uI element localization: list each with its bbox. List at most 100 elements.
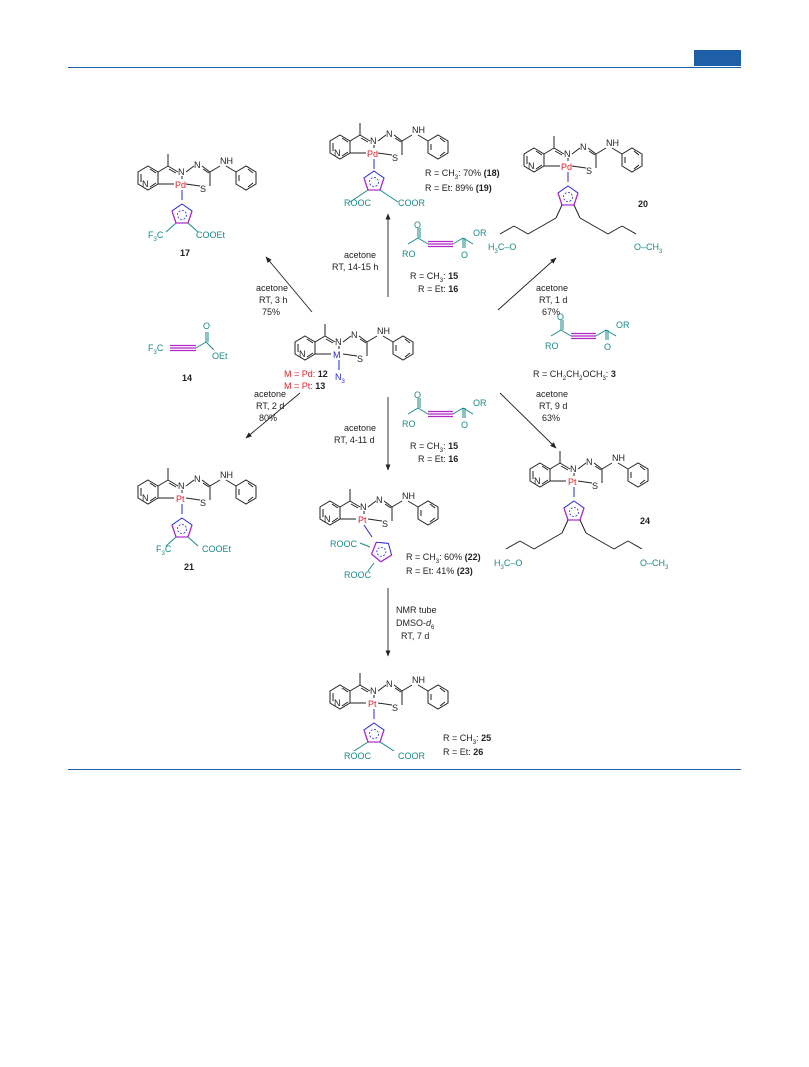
- atom-n: N: [194, 160, 201, 170]
- atom-s: S: [357, 354, 363, 364]
- top-rule: [68, 67, 741, 68]
- arrow-up-right: [497, 257, 557, 311]
- atom-n: N: [534, 476, 541, 486]
- atom-n: N: [335, 337, 342, 347]
- compound-number-17: 17: [180, 248, 190, 258]
- yield-19: R = Et: 89% (19): [425, 183, 492, 193]
- compound-number-24: 24: [640, 516, 650, 526]
- atom-n: N: [570, 464, 577, 474]
- atom-pd: Pd: [367, 149, 378, 159]
- cond-ul-3: 75%: [262, 307, 280, 317]
- ester-left: ROOC: [344, 751, 372, 761]
- ester-top: ROOC: [330, 539, 358, 549]
- product-18-19: N N N Pd S NH: [329, 122, 449, 203]
- atom-pt: Pt: [368, 699, 377, 709]
- atom-pt: Pt: [358, 515, 367, 525]
- atom-n: N: [194, 474, 201, 484]
- reagent-ro: RO: [402, 419, 416, 429]
- cond-d-2: RT, 4-11 d: [334, 435, 375, 445]
- atom-n-pyridine: N: [299, 349, 306, 359]
- reagent-o: O: [414, 390, 421, 400]
- ester-label: COOEt: [196, 230, 226, 240]
- arrow-down-left: [245, 392, 301, 439]
- atom-s: S: [392, 153, 398, 163]
- atom-n: N: [142, 493, 149, 503]
- atom-s: S: [382, 519, 388, 529]
- atom-metal: M: [333, 350, 341, 360]
- yield-18: R = CH3: 70% (18): [425, 168, 500, 181]
- reagent-3: [550, 319, 617, 341]
- cond-ul-2: RT, 3 h: [259, 295, 287, 305]
- ester-label: COOEt: [202, 544, 232, 554]
- atom-s: S: [392, 703, 398, 713]
- methoxy-left: H3C–O: [488, 242, 516, 255]
- reagent-or: OR: [616, 320, 630, 330]
- atom-n: N: [370, 686, 377, 696]
- page-tab-marker: [694, 50, 741, 66]
- cond-dr-3: 63%: [542, 413, 560, 423]
- arrow-down-right: [499, 392, 557, 449]
- cond-up-2: RT, 14-15 h: [332, 262, 378, 272]
- atom-n: N: [178, 481, 185, 491]
- atom-n: N: [370, 136, 377, 146]
- atom-n: N: [528, 161, 535, 171]
- yield-22: R = CH3: 60% (22): [406, 552, 481, 565]
- center-complex: N N N M S NH N3: [294, 323, 414, 385]
- yield-23: R = Et: 41% (23): [406, 566, 473, 576]
- cond-dr-1: acetone: [536, 389, 568, 399]
- atom-n: N: [324, 514, 331, 524]
- atom-nh: NH: [612, 453, 625, 463]
- ester-right: COOR: [398, 198, 426, 208]
- reagent-14: [170, 332, 215, 352]
- label-26: R = Et: 26: [443, 747, 483, 757]
- atom-nh: NH: [412, 125, 425, 135]
- label-m-pt: M = Pt: 13: [284, 381, 325, 391]
- cond-nmr-2: DMSO-d6: [396, 618, 435, 631]
- reagent-15-16-bottom: [407, 397, 474, 419]
- reagent-or: OR: [473, 228, 487, 238]
- cond-nmr-3: RT, 7 d: [401, 631, 429, 641]
- cond-dr-2: RT, 9 d: [539, 401, 567, 411]
- ester-bottom: ROOC: [344, 570, 372, 580]
- reagent-15-16-top: [407, 227, 474, 249]
- label-16: R = Et: 16: [418, 454, 458, 464]
- reagent-o: O: [414, 220, 421, 230]
- product-21: N N N Pt S NH: [137, 467, 257, 547]
- label-3: R = CH2CH2OCH3: 3: [533, 369, 616, 382]
- ester-left: ROOC: [344, 198, 372, 208]
- atom-nh: NH: [220, 156, 233, 166]
- cond-nmr-1: NMR tube: [396, 605, 437, 615]
- reagent-ro: RO: [545, 341, 559, 351]
- atom-n: N: [360, 502, 367, 512]
- azide-label: N3: [335, 372, 346, 385]
- reagent-14-oet: OEt: [212, 351, 228, 361]
- reagent-o: O: [557, 312, 564, 322]
- product-25-26: N N N Pt S NH: [329, 672, 449, 752]
- atom-pd: Pd: [561, 162, 572, 172]
- atom-nh: NH: [402, 491, 415, 501]
- atom-nh: NH: [412, 675, 425, 685]
- atom-pd: Pd: [175, 180, 186, 190]
- label-16: R = Et: 16: [418, 284, 458, 294]
- atom-s: S: [200, 498, 206, 508]
- atom-s: S: [200, 184, 206, 194]
- atom-nh: NH: [606, 138, 619, 148]
- reagent-ro: RO: [402, 249, 416, 259]
- product-22-23: N N N Pt S NH: [319, 488, 439, 572]
- atom-n: N: [351, 330, 358, 340]
- compound-number-20: 20: [638, 199, 648, 209]
- product-20: N N N Pd S NH: [499, 135, 643, 235]
- reagent-14-cf3: F3C: [148, 343, 164, 356]
- reagent-o: O: [461, 250, 468, 260]
- cond-dl-1: acetone: [254, 389, 286, 399]
- reagent-or: OR: [473, 398, 487, 408]
- cond-ul-1: acetone: [256, 283, 288, 293]
- ester-right: COOR: [398, 751, 426, 761]
- cond-up-1: acetone: [344, 250, 376, 260]
- label-15: R = CH3: 15: [410, 441, 458, 454]
- cond-ur-3: 67%: [542, 307, 560, 317]
- atom-n: N: [376, 495, 383, 505]
- cond-ur-1: acetone: [536, 283, 568, 293]
- reagent-o: O: [461, 420, 468, 430]
